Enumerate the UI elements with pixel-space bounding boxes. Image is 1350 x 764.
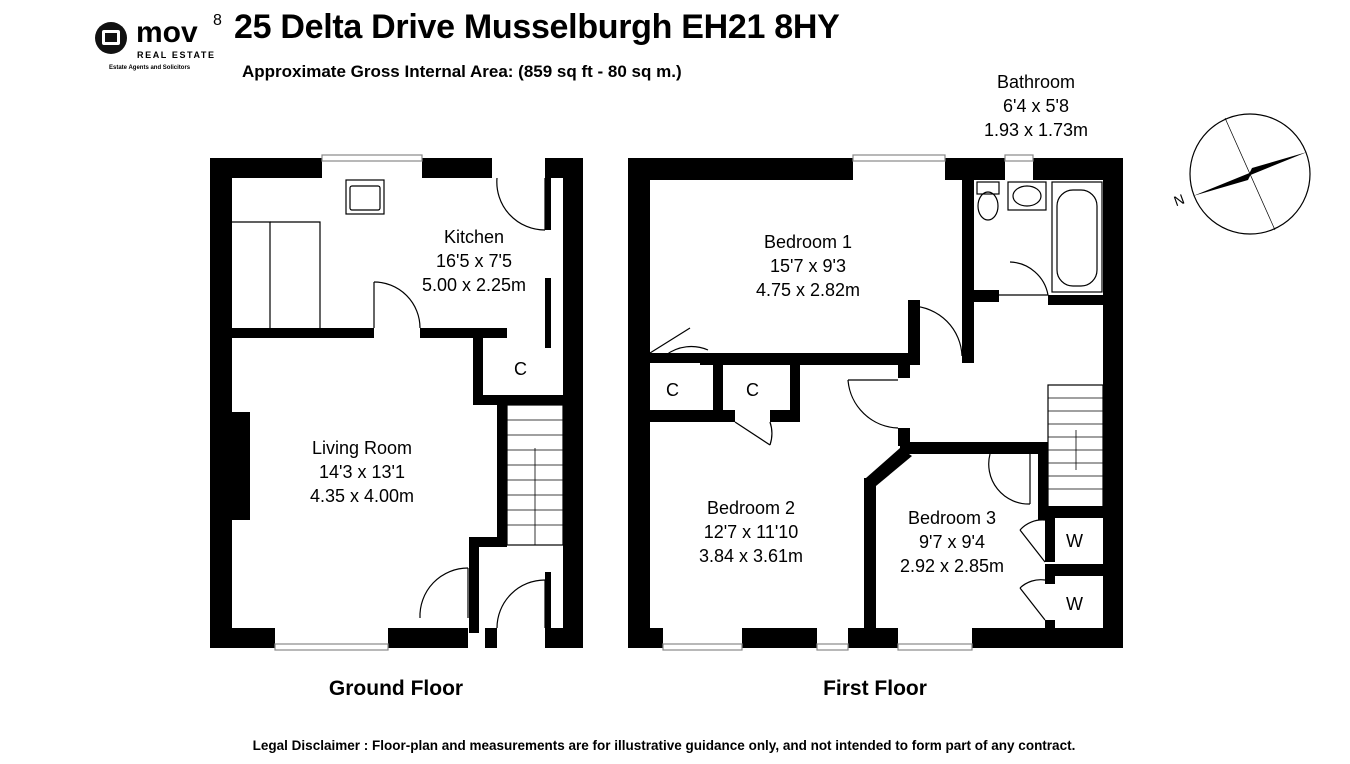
- logo-superscript: 8: [213, 12, 222, 29]
- logo-tagline: Estate Agents and Solicitors: [109, 65, 191, 71]
- ground-floor-label: Ground Floor: [328, 677, 464, 700]
- room-living-name: Living Room: [311, 438, 413, 458]
- compass-icon: [1193, 152, 1307, 196]
- windows: [274, 154, 1034, 651]
- room-kitchen-metric: 5.00 x 2.25m: [421, 275, 527, 295]
- gross-area: Approximate Gross Internal Area: (859 sq…: [242, 62, 682, 81]
- room-bathroom-metric: 1.93 x 1.73m: [983, 120, 1089, 140]
- room-living: Living Room 14'3 x 13'1 4.35 x 4.00m: [310, 436, 414, 508]
- ground-cupboard: C: [514, 359, 527, 379]
- room-kitchen-imperial: 16'5 x 7'5: [436, 251, 512, 271]
- room-kitchen-name: Kitchen: [443, 227, 505, 247]
- room-bedroom-3-imperial: 9'7 x 9'4: [919, 532, 985, 552]
- first-wardrobe-b: W: [1066, 594, 1083, 614]
- door-swings: [232, 113, 1311, 629]
- first-floor-label: First Floor: [823, 677, 927, 700]
- room-bedroom-2-imperial: 12'7 x 11'10: [703, 522, 799, 542]
- room-bathroom: Bathroom 6'4 x 5'8 1.93 x 1.73m: [984, 70, 1088, 142]
- logo-word: mov: [136, 16, 198, 49]
- room-bedroom-2: Bedroom 2 12'7 x 11'10 3.84 x 3.61m: [699, 496, 803, 568]
- room-bedroom-3-metric: 2.92 x 2.85m: [899, 556, 1005, 576]
- room-bedroom-1: Bedroom 1 15'7 x 9'3 4.75 x 2.82m: [756, 230, 860, 302]
- room-bedroom-2-metric: 3.84 x 3.61m: [698, 546, 804, 566]
- logo-mark-icon: [95, 22, 127, 54]
- room-living-metric: 4.35 x 4.00m: [309, 486, 415, 506]
- legal-disclaimer: Legal Disclaimer : Floor-plan and measur…: [252, 738, 1076, 753]
- room-bedroom-3-name: Bedroom 3: [907, 508, 997, 528]
- first-floor-walls: [628, 158, 1123, 648]
- first-wardrobe-a: W: [1066, 531, 1083, 551]
- first-cupboard-b: C: [746, 380, 759, 400]
- room-living-imperial: 14'3 x 13'1: [319, 462, 405, 482]
- room-bedroom-3: Bedroom 3 9'7 x 9'4 2.92 x 2.85m: [900, 506, 1004, 578]
- room-bedroom-1-imperial: 15'7 x 9'3: [770, 256, 846, 276]
- room-bedroom-2-name: Bedroom 2: [706, 498, 796, 518]
- company-logo: mov 8 REAL ESTATE Estate Agents and Soli…: [94, 12, 234, 76]
- room-bedroom-1-metric: 4.75 x 2.82m: [755, 280, 861, 300]
- ground-floor-walls: [210, 158, 583, 648]
- room-bathroom-name: Bathroom: [996, 72, 1076, 92]
- page-title: 25 Delta Drive Musselburgh EH21 8HY: [234, 8, 840, 46]
- room-bathroom-imperial: 6'4 x 5'8: [1003, 96, 1069, 116]
- room-bedroom-1-name: Bedroom 1: [763, 232, 853, 252]
- room-kitchen: Kitchen 16'5 x 7'5 5.00 x 2.25m: [422, 225, 526, 297]
- first-cupboard-a: C: [666, 380, 679, 400]
- logo-real-estate: REAL ESTATE: [137, 50, 216, 60]
